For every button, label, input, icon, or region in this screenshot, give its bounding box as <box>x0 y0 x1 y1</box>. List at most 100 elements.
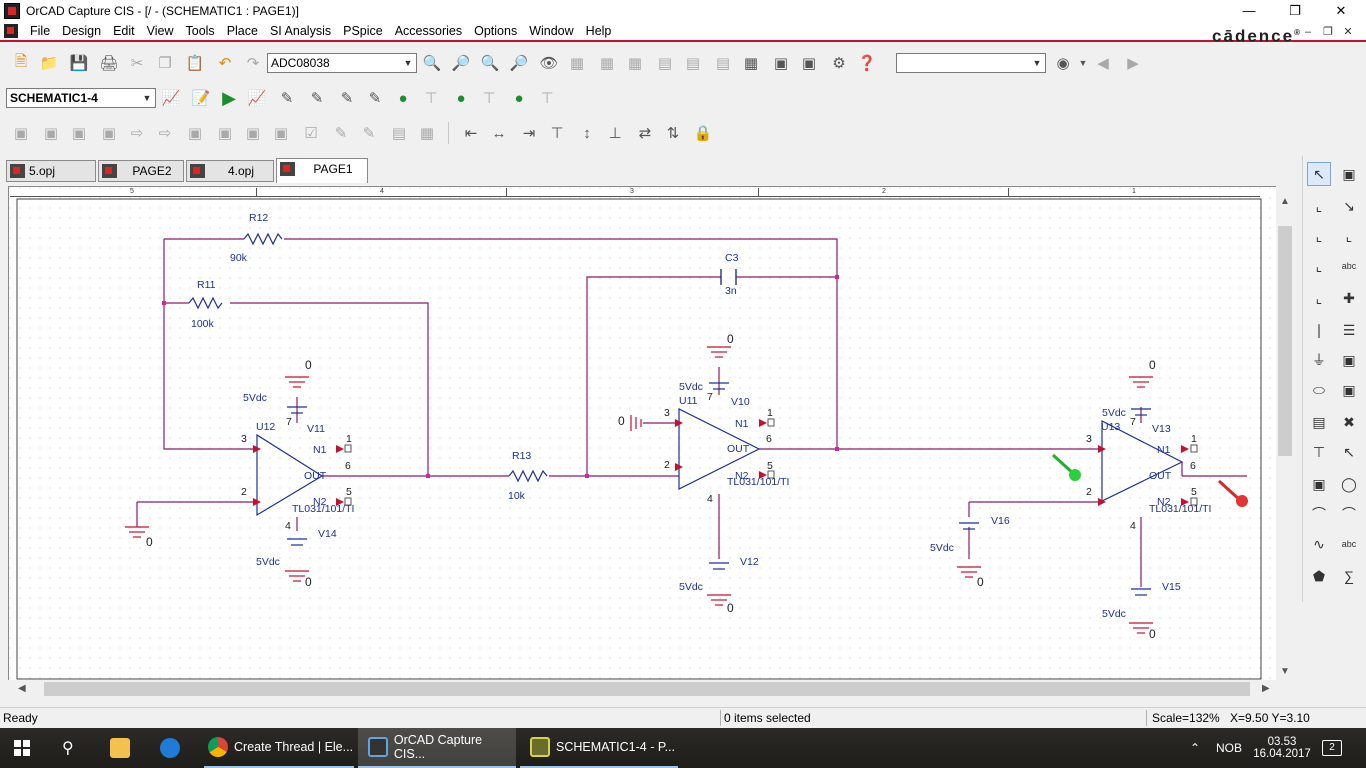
report-icon[interactable]: ▤ <box>391 125 407 142</box>
align-middle-icon[interactable]: ↕ <box>583 124 591 142</box>
drc-icon[interactable]: ▦ <box>627 55 643 72</box>
save-icon[interactable]: 💾 <box>69 55 89 72</box>
part-manager-icon[interactable]: ▣ <box>187 125 203 142</box>
scroll-right-icon[interactable]: ▶ <box>1262 683 1270 694</box>
edit-part-icon[interactable]: ✎ <box>362 125 376 142</box>
chevron-down-icon[interactable]: ▼ <box>142 93 152 103</box>
voltage-differential-marker-icon[interactable]: ✎ <box>310 90 324 107</box>
drag-connected-icon[interactable]: ▣ <box>801 55 817 72</box>
menu-help[interactable]: Help <box>585 24 612 38</box>
place-hierarchical-pin-icon[interactable]: ▤ <box>1312 413 1326 430</box>
horizontal-scroll-thumb[interactable] <box>44 682 1250 696</box>
place-net-group-icon[interactable]: ⌞ <box>1315 227 1323 244</box>
r13-value[interactable]: 10k <box>508 490 525 502</box>
place-bezier-icon[interactable]: ∿ <box>1313 535 1325 552</box>
chevron-down-icon[interactable]: ▼ <box>403 58 413 68</box>
current-marker-icon[interactable]: ✎ <box>340 90 354 107</box>
edit-simulation-settings-icon[interactable]: 📝 <box>191 90 211 107</box>
descend-hierarchy-icon[interactable]: ▣ <box>71 125 87 142</box>
export-icon[interactable]: ▣ <box>217 125 233 142</box>
paste-icon[interactable]: 📋 <box>185 55 205 72</box>
u13-ref[interactable]: U13 <box>1101 421 1121 433</box>
enable-bias-current-icon[interactable]: ● <box>456 89 466 107</box>
scroll-left-icon[interactable]: ◀ <box>18 683 26 694</box>
chevron-down-icon[interactable]: ▼ <box>1032 58 1042 68</box>
place-picture-icon[interactable]: ⬟ <box>1312 567 1326 584</box>
tray-chevron-icon[interactable]: ⌃ <box>1190 741 1201 755</box>
find-dropdown-icon[interactable]: ▼ <box>1078 58 1088 68</box>
place-junction-icon[interactable]: ⌞ <box>1315 257 1323 274</box>
place-part-icon[interactable]: ▣ <box>1342 165 1356 182</box>
bias-power-toggle-icon[interactable]: ⊤ <box>540 90 554 107</box>
place-net-alias-icon[interactable]: abc <box>1341 261 1357 271</box>
green-probe-icon[interactable] <box>1069 469 1081 481</box>
input-language[interactable]: NOB <box>1216 741 1243 755</box>
mdi-restore-button[interactable]: ❐ <box>1323 26 1333 38</box>
restore-button[interactable]: ❐ <box>1289 3 1301 18</box>
clock[interactable]: 03.53 16.04.2017 <box>1253 736 1311 760</box>
menu-file[interactable]: File <box>30 24 51 38</box>
search-icon[interactable]: ⚲ <box>62 740 74 757</box>
hierarchy-icon[interactable]: ▣ <box>43 125 59 142</box>
bias-voltage-toggle-icon[interactable]: ⊤ <box>424 90 438 107</box>
tab-page2[interactable]: PAGE2 <box>98 160 184 182</box>
menu-accessories[interactable]: Accessories <box>394 24 463 38</box>
place-junction-dot-icon[interactable]: ✚ <box>1343 289 1355 306</box>
place-text-icon[interactable]: abc <box>1341 539 1357 549</box>
menu-pspice[interactable]: PSpice <box>343 24 383 38</box>
mdi-minimize-button[interactable]: – <box>1304 26 1312 38</box>
auto-wire-icon[interactable]: ⌞ <box>1345 227 1353 244</box>
place-polyline-icon[interactable]: ↖ <box>1343 443 1355 460</box>
binoculars-icon[interactable]: ◉ <box>1056 55 1070 72</box>
align-bottom-icon[interactable]: ⊥ <box>608 125 622 142</box>
r13-ref[interactable]: R13 <box>512 450 532 462</box>
place-no-connect-icon[interactable]: ✖ <box>1343 413 1355 430</box>
u11-ref[interactable]: U11 <box>679 395 698 407</box>
place-ieee-symbol-icon[interactable]: ∑ <box>1344 568 1354 584</box>
vertical-scroll-thumb[interactable] <box>1278 226 1292 456</box>
v11-label[interactable]: V11 <box>307 423 325 435</box>
zoom-area-icon[interactable]: 🔍 <box>480 55 500 72</box>
vertical-scrollbar[interactable]: ▲ ▼ <box>1276 186 1294 682</box>
place-off-page-icon[interactable]: ☰ <box>1342 321 1356 338</box>
place-bus-entry-icon[interactable]: ⌞ <box>1315 289 1323 306</box>
c3-value[interactable]: 3n <box>725 285 737 297</box>
tab-4-opj[interactable]: 4.opj <box>186 160 274 182</box>
power-marker-icon[interactable]: ✎ <box>368 90 382 107</box>
taskbar-pspice[interactable]: SCHEMATIC1-4 - P... <box>520 728 678 768</box>
distribute-vertical-icon[interactable]: ⇅ <box>666 125 680 142</box>
menu-view[interactable]: View <box>146 24 174 38</box>
netlist-icon[interactable]: ▤ <box>657 55 673 72</box>
place-elliptical-arc-icon[interactable]: ⌒ <box>1342 506 1356 522</box>
copy-icon[interactable]: ❐ <box>158 55 172 72</box>
horizontal-scrollbar[interactable]: ◀ ▶ <box>8 680 1294 698</box>
close-button[interactable]: ✕ <box>1335 3 1347 18</box>
place-part-toolbar-icon[interactable]: ▣ <box>13 125 29 142</box>
annotate-icon[interactable]: ▦ <box>569 55 585 72</box>
project-manager-icon[interactable]: ⚙ <box>832 55 846 72</box>
v10-label[interactable]: V10 <box>731 396 750 408</box>
v14-label[interactable]: V14 <box>318 528 337 540</box>
simulation-profile-combo[interactable]: SCHEMATIC1-4 ▼ <box>6 88 156 108</box>
place-hierarchical-block-icon[interactable]: ⬭ <box>1313 381 1325 398</box>
place-line-icon[interactable]: ⊤ <box>1312 443 1326 460</box>
align-center-icon[interactable]: ↔ <box>491 124 507 142</box>
file-explorer-icon[interactable] <box>110 728 136 768</box>
taskbar-chrome[interactable]: Create Thread | Ele... <box>204 728 354 768</box>
document-icon[interactable] <box>4 24 18 38</box>
minimize-button[interactable]: — <box>1242 3 1256 18</box>
place-bus-icon[interactable]: ↘ <box>1343 197 1355 214</box>
cross-reference-icon[interactable]: ▤ <box>685 55 701 72</box>
menu-edit[interactable]: Edit <box>113 24 135 38</box>
place-hierarchical-port-icon[interactable]: ▣ <box>1342 381 1356 398</box>
visibility-eye-icon[interactable]: 👁 <box>539 55 559 72</box>
part-search-combo[interactable]: ADC08038 ▼ <box>267 53 417 73</box>
distribute-horizontal-icon[interactable]: ⇄ <box>638 125 652 142</box>
menu-tools[interactable]: Tools <box>185 24 215 38</box>
align-left-icon[interactable]: ⇤ <box>464 125 478 142</box>
scroll-up-icon[interactable]: ▲ <box>1280 196 1290 207</box>
snap-to-grid-icon[interactable]: ▦ <box>743 55 759 72</box>
scroll-down-icon[interactable]: ▼ <box>1280 666 1290 677</box>
place-net-label-icon[interactable]: ∣ <box>1315 321 1323 338</box>
menu-options[interactable]: Options <box>474 24 518 38</box>
